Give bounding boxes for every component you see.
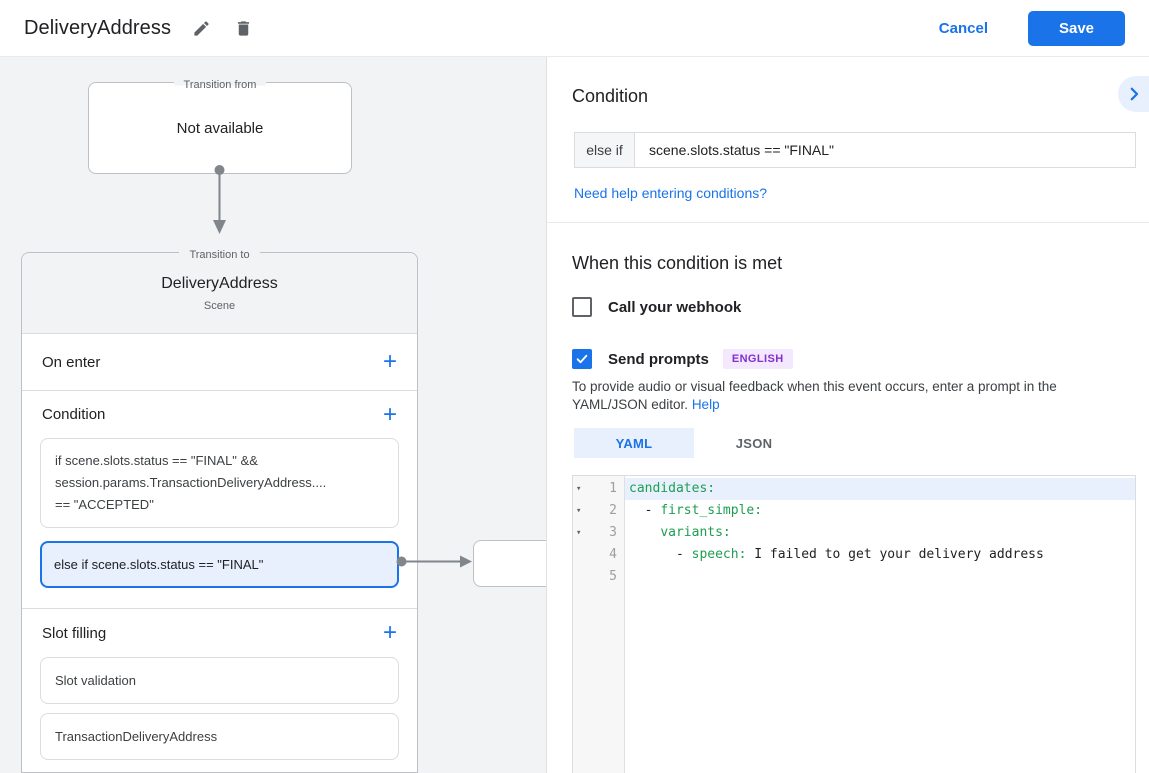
webhook-option-row: Call your webhook: [572, 297, 741, 317]
code-key: first_simple:: [660, 503, 763, 518]
line-number: 2: [609, 503, 617, 518]
panel-condition-heading: Condition: [572, 86, 649, 106]
page-title: DeliveryAddress: [24, 16, 172, 39]
condition-line: session.params.TransactionDeliveryAddres…: [55, 475, 327, 490]
code-line[interactable]: 4 - speech: I failed to get your deliver…: [573, 544, 1135, 566]
slot-item-validation[interactable]: Slot validation: [40, 657, 399, 704]
editor-rows: ▾ 1 candidates: ▾ 2 - first_simple: ▾ 3 var…: [573, 476, 1135, 588]
code-line[interactable]: ▾ 2 - first_simple:: [573, 500, 1135, 522]
webhook-label: Call your webhook: [608, 298, 742, 316]
transition-target-box[interactable]: [473, 540, 546, 587]
connector-arrow-right: [396, 555, 472, 568]
code-key: candidates:: [629, 481, 716, 496]
prompt-description-text: To provide audio or visual feedback when…: [572, 379, 1057, 412]
scene-name: DeliveryAddress: [161, 275, 278, 292]
scene-diagram-canvas: Transition from Not available Transition…: [0, 57, 546, 773]
condition-expression-row: else if: [574, 132, 1136, 168]
condition-line: == "ACCEPTED": [55, 497, 154, 512]
scene-type-label: Scene: [203, 300, 236, 312]
send-prompts-option-row: Send prompts ENGLISH: [572, 349, 793, 369]
slot-item-label: Slot validation: [55, 673, 136, 688]
condition-item-else-if-selected[interactable]: else if scene.slots.status == "FINAL": [40, 541, 399, 588]
tab-yaml[interactable]: YAML: [574, 428, 694, 458]
transition-from-box[interactable]: Transition from Not available: [88, 79, 352, 174]
fold-arrow-icon[interactable]: ▾: [576, 528, 582, 538]
code-indent: [629, 525, 660, 540]
condition-expression-input[interactable]: [635, 133, 1135, 167]
condition-section-header: Condition +: [22, 391, 417, 438]
tab-json[interactable]: JSON: [735, 435, 773, 451]
prompt-description: To provide audio or visual feedback when…: [572, 378, 1128, 414]
line-number: 1: [609, 481, 617, 496]
fold-arrow-icon[interactable]: ▾: [576, 506, 582, 516]
transition-to-card: Transition to DeliveryAddress Scene On e…: [21, 249, 418, 773]
code-indent: -: [629, 503, 661, 518]
transition-from-legend: Transition from: [89, 75, 351, 93]
section-divider: [22, 588, 417, 609]
line-number: 4: [609, 547, 617, 562]
delete-scene-button[interactable]: [231, 16, 255, 40]
webhook-checkbox[interactable]: [572, 297, 592, 317]
code-line[interactable]: 5: [573, 566, 1135, 588]
line-number: 3: [609, 525, 617, 540]
code-line[interactable]: ▾ 3 variants:: [573, 522, 1135, 544]
pencil-icon: [193, 20, 209, 36]
slot-item-transaction-delivery-address[interactable]: TransactionDeliveryAddress: [40, 713, 399, 760]
fold-arrow-icon[interactable]: ▾: [576, 484, 582, 494]
check-icon: [576, 354, 588, 364]
line-number: 5: [609, 569, 617, 584]
fold-arrow-icon: [573, 566, 591, 588]
trash-icon: [237, 20, 249, 36]
top-bar: DeliveryAddress Cancel Save: [0, 0, 1149, 57]
yaml-code-editor[interactable]: ▾ 1 candidates: ▾ 2 - first_simple: ▾ 3 var…: [572, 475, 1136, 773]
editor-gutter: [573, 476, 625, 773]
send-prompts-label: Send prompts: [608, 350, 709, 368]
transition-from-content: Not available: [176, 119, 264, 137]
collapse-panel-button[interactable]: [1118, 76, 1149, 112]
cancel-button[interactable]: Cancel: [938, 19, 988, 37]
panel-divider: [547, 222, 1149, 223]
condition-detail-panel: Condition else if Need help entering con…: [546, 57, 1149, 773]
slot-filling-section-header: Slot filling +: [22, 609, 417, 657]
send-prompts-checkbox[interactable]: [572, 349, 592, 369]
slot-item-label: TransactionDeliveryAddress: [55, 729, 218, 744]
connector-arrow-down: [213, 165, 226, 234]
on-enter-row[interactable]: On enter +: [22, 334, 417, 391]
chevron-right-icon: [1130, 87, 1139, 101]
editor-format-tabs: YAML JSON: [574, 428, 814, 458]
language-badge: ENGLISH: [722, 349, 793, 369]
add-slot-button[interactable]: +: [382, 619, 397, 646]
fold-arrow-icon: [573, 544, 591, 566]
condition-line: if scene.slots.status == "FINAL" &&: [55, 453, 258, 468]
code-key: variants:: [660, 525, 731, 540]
save-button[interactable]: Save: [1028, 10, 1125, 46]
condition-prefix-label: else if: [575, 133, 635, 167]
condition-item-if[interactable]: if scene.slots.status == "FINAL" && sess…: [40, 438, 399, 528]
code-value: I failed to get your delivery address: [746, 547, 1044, 562]
slot-filling-label: Slot filling: [42, 624, 107, 642]
condition-else-if-text: else if scene.slots.status == "FINAL": [54, 557, 264, 572]
help-link[interactable]: Help: [691, 397, 720, 412]
code-indent: -: [629, 547, 692, 562]
condition-section-label: Condition: [42, 406, 106, 423]
add-on-enter-button[interactable]: +: [382, 348, 397, 375]
code-key: speech:: [691, 547, 747, 562]
when-condition-heading: When this condition is met: [572, 253, 783, 273]
scene-card-header[interactable]: DeliveryAddress Scene: [22, 253, 417, 334]
condition-help-link[interactable]: Need help entering conditions?: [574, 185, 768, 201]
on-enter-label: On enter: [42, 353, 101, 371]
code-line[interactable]: ▾ 1 candidates:: [573, 478, 1135, 500]
edit-title-button[interactable]: [189, 16, 213, 40]
add-condition-button[interactable]: +: [382, 400, 397, 428]
